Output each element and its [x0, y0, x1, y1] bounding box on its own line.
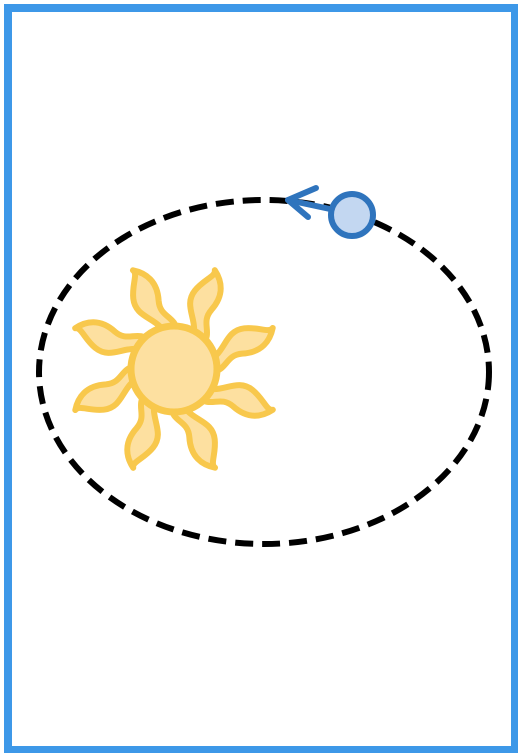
planet-icon — [331, 194, 373, 236]
sun-core — [131, 326, 217, 412]
diagram-border — [8, 8, 515, 750]
